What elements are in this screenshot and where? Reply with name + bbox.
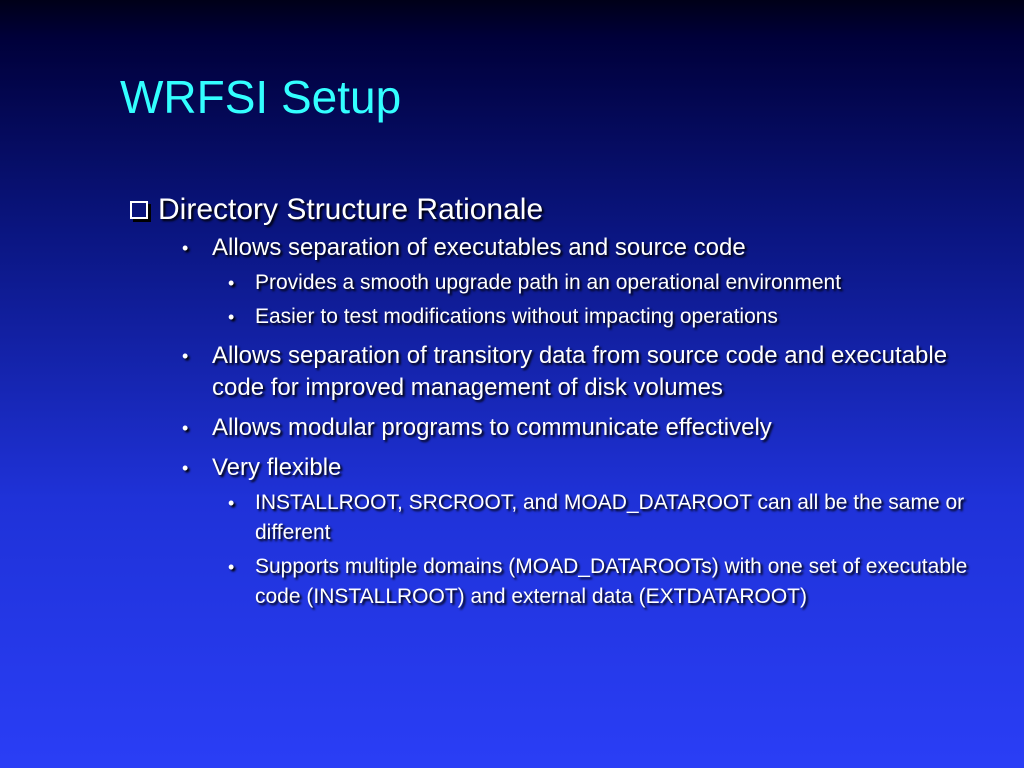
bullet-dot-icon: • xyxy=(228,307,235,327)
bullet-dot-icon: • xyxy=(182,418,189,438)
sub-bullet-item: • Easier to test modifications without i… xyxy=(228,302,1000,332)
sub-bullet-text: Provides a smooth upgrade path in an ope… xyxy=(255,271,842,294)
bullet-item: • Allows separation of transitory data f… xyxy=(182,340,1000,404)
bullet-dot-icon: • xyxy=(182,458,189,478)
bullet-dot-icon: • xyxy=(182,238,189,258)
slide-title: WRFSI Setup xyxy=(120,71,402,123)
sub-bullet-text: INSTALLROOT, SRCROOT, and MOAD_DATAROOT … xyxy=(255,491,965,544)
heading-item: Directory Structure Rationale xyxy=(130,192,1000,228)
bullet-dot-icon: • xyxy=(182,346,189,366)
bullet-text: Very flexible xyxy=(212,454,342,481)
bullet-dot-icon: • xyxy=(228,557,235,577)
sub-bullet-text: Supports multiple domains (MOAD_DATAROOT… xyxy=(255,555,968,608)
checkbox-bullet-icon xyxy=(130,201,148,219)
heading-text: Directory Structure Rationale xyxy=(158,193,544,226)
sub-bullet-item: • INSTALLROOT, SRCROOT, and MOAD_DATAROO… xyxy=(228,488,1000,548)
bullet-item: • Allows separation of executables and s… xyxy=(182,232,1000,264)
sub-bullet-item: • Provides a smooth upgrade path in an o… xyxy=(228,268,1000,298)
bullet-dot-icon: • xyxy=(228,273,235,293)
bullet-text: Allows separation of transitory data fro… xyxy=(212,342,948,401)
bullet-text: Allows modular programs to communicate e… xyxy=(212,414,772,441)
sub-bullet-text: Easier to test modifications without imp… xyxy=(255,305,778,328)
bullet-dot-icon: • xyxy=(228,493,235,513)
slide-content: Directory Structure Rationale • Allows s… xyxy=(130,192,1000,612)
sub-bullet-item: • Supports multiple domains (MOAD_DATARO… xyxy=(228,552,1000,612)
bullet-text: Allows separation of executables and sou… xyxy=(212,234,746,261)
bullet-item: • Allows modular programs to communicate… xyxy=(182,412,1000,444)
bullet-item: • Very flexible xyxy=(182,452,1000,484)
